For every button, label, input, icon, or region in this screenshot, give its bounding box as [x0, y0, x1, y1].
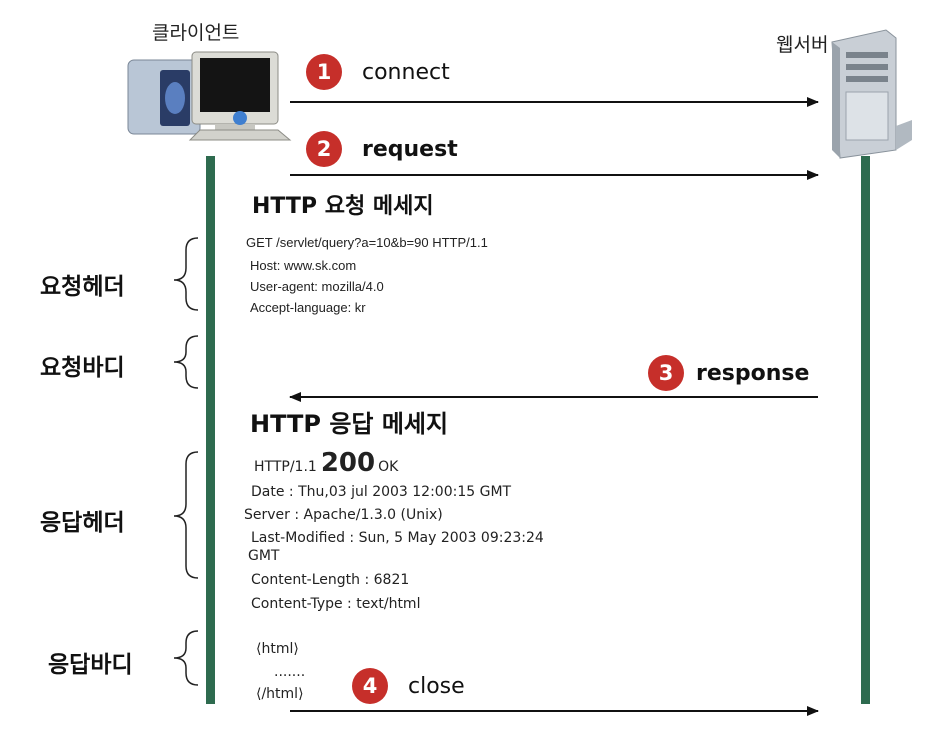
req-body-label: 요청바디: [40, 355, 125, 381]
desktop-computer-icon: [127, 51, 292, 141]
client-label: 클라이언트: [152, 22, 240, 44]
step-request: 2 request: [306, 131, 458, 167]
client-lifeline: [206, 156, 215, 704]
server-lifeline: [861, 156, 870, 704]
res-body-brace: [173, 630, 199, 686]
step-label: connect: [362, 59, 450, 85]
req-header-brace: [173, 237, 199, 311]
response-body-line: ⟨/html⟩: [256, 686, 304, 702]
step-connect: 1 connect: [306, 54, 450, 90]
status-line: HTTP/1.1 200 OK: [254, 448, 398, 478]
response-body-line: ⟨html⟩: [256, 641, 299, 657]
response-body-line: .......: [274, 664, 306, 680]
res-header-brace: [173, 451, 199, 579]
response-header-line: Last-Modified : Sun, 5 May 2003 09:23:24: [251, 530, 544, 546]
status-code: 200: [320, 448, 376, 478]
response-header-line: Content-Type : text/html: [251, 596, 421, 612]
request-line: GET /servlet/query?a=10&b=90 HTTP/1.1: [246, 235, 488, 250]
step-number-badge: 4: [352, 668, 388, 704]
request-message-title: HTTP 요청 메세지: [252, 194, 434, 219]
response-header-line: Content-Length : 6821: [251, 572, 410, 588]
request-header-line: Host: www.sk.com: [250, 258, 357, 273]
response-header-line: GMT: [248, 548, 280, 564]
request-header-line: User-agent: mozilla/4.0: [250, 279, 384, 294]
response-header-line: Server : Apache/1.3.0 (Unix): [244, 507, 443, 523]
step-label: close: [408, 673, 465, 699]
req-header-label: 요청헤더: [40, 274, 125, 300]
server-tower-icon: [831, 29, 912, 159]
res-header-label: 응답헤더: [40, 510, 125, 536]
step-close: 4 close: [352, 668, 465, 704]
response-header-line: Date : Thu,03 jul 2003 12:00:15 GMT: [251, 484, 512, 500]
step-label: request: [362, 136, 458, 162]
step-number-badge: 2: [306, 131, 342, 167]
step-number-badge: 3: [648, 355, 684, 391]
res-body-label: 응답바디: [48, 652, 133, 678]
server-label: 웹서버: [776, 34, 829, 56]
step-label: response: [696, 360, 810, 386]
step-number-badge: 1: [306, 54, 342, 90]
status-version: HTTP/1.1: [254, 459, 317, 475]
status-text: OK: [378, 459, 399, 475]
req-body-brace: [173, 335, 199, 389]
request-header-line: Accept-language: kr: [250, 300, 366, 315]
response-message-title: HTTP 응답 메세지: [250, 410, 449, 438]
step-response: 3 response: [648, 355, 809, 391]
